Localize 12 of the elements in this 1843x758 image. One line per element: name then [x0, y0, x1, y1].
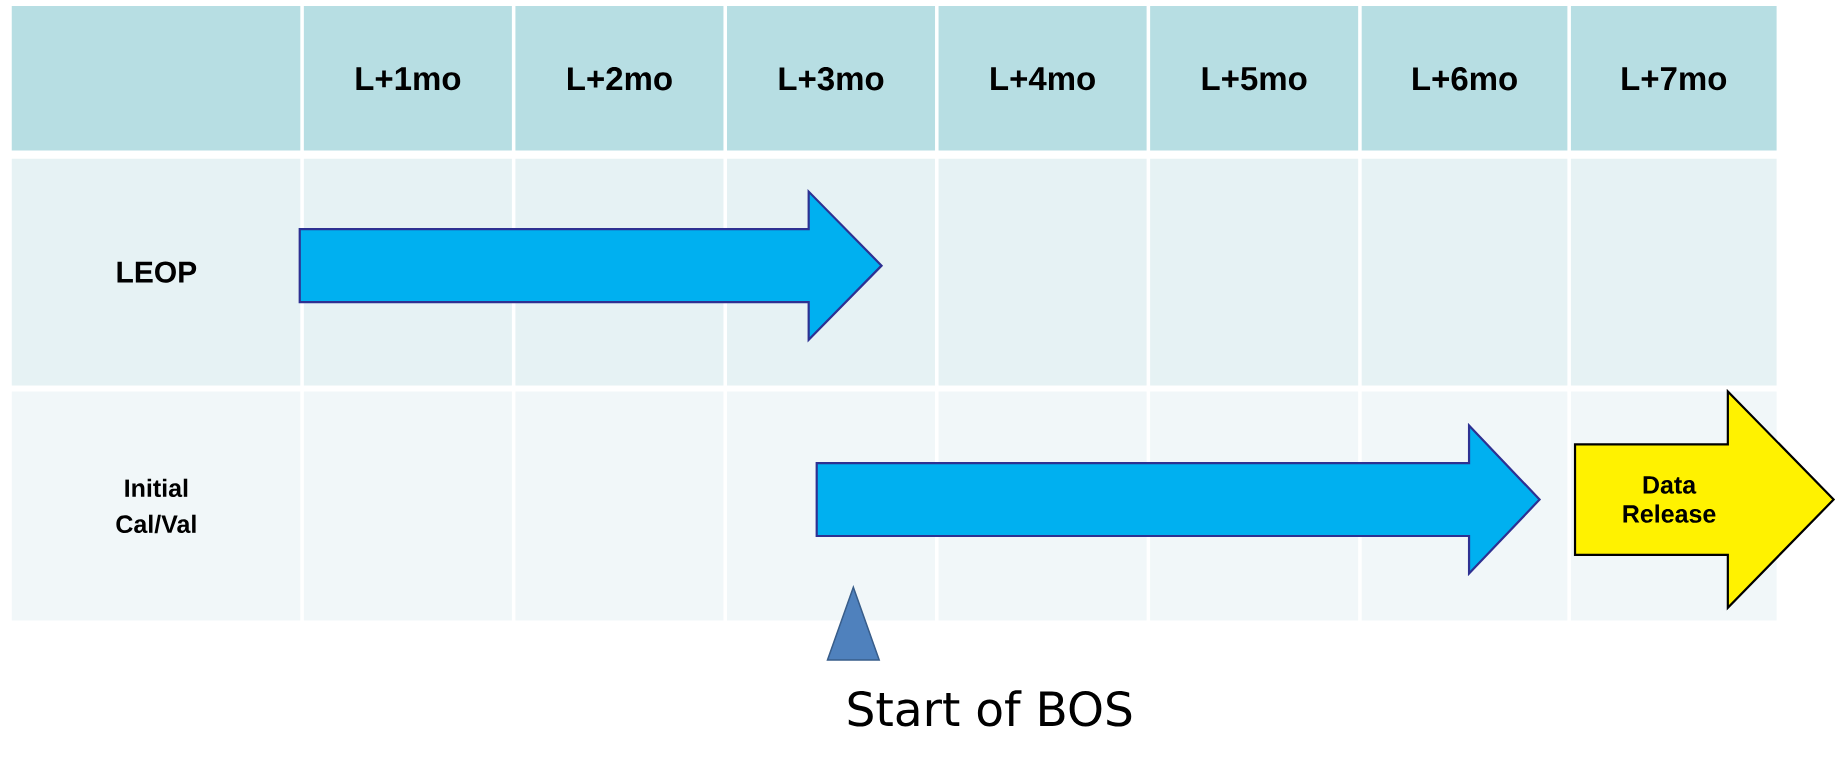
- row-header: Initial Cal/Val: [116, 478, 196, 534]
- column-header: L+1mo: [356, 67, 461, 91]
- column-header: L+6mo: [1413, 67, 1517, 91]
- column-header: L+7mo: [1622, 67, 1727, 91]
- row-header: LEOP: [117, 261, 197, 283]
- column-header: L+5mo: [1202, 67, 1307, 91]
- column-header: L+3mo: [779, 67, 884, 91]
- column-header: L+4mo: [991, 67, 1095, 91]
- bar-arrow: [815, 422, 1542, 577]
- marker-caption: Start of BOS: [848, 690, 1132, 727]
- column-header: L+2mo: [568, 67, 672, 91]
- bar-arrow: [298, 188, 884, 343]
